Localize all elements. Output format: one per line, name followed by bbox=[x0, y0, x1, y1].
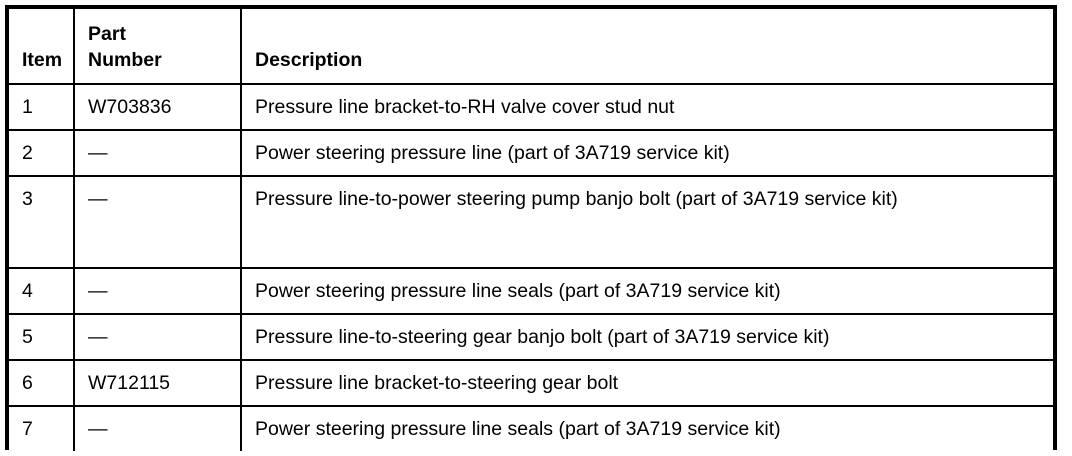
cell-description: Pressure line-to-steering gear banjo bol… bbox=[241, 314, 1053, 361]
cell-item: 2 bbox=[9, 130, 75, 177]
column-header-description-label: Description bbox=[255, 49, 363, 71]
cell-item: 3 bbox=[9, 176, 75, 269]
cell-description: Power steering pressure line (part of 3A… bbox=[241, 130, 1053, 177]
column-header-part-number: Part Number bbox=[74, 9, 242, 85]
table-row: 3 — Pressure line-to-power steering pump… bbox=[9, 176, 1053, 269]
cell-description: Pressure line-to-power steering pump ban… bbox=[241, 176, 1053, 269]
table-row: 2 — Power steering pressure line (part o… bbox=[9, 130, 1053, 177]
cell-description: Power steering pressure line seals (part… bbox=[241, 406, 1053, 451]
table-header: Item Part Number Description bbox=[9, 9, 1053, 85]
cell-description: Pressure line bracket-to-RH valve cover … bbox=[241, 84, 1053, 131]
cell-part-number: — bbox=[74, 314, 242, 361]
cell-item: 5 bbox=[9, 314, 75, 361]
cell-description: Power steering pressure line seals (part… bbox=[241, 268, 1053, 315]
cell-part-number: — bbox=[74, 176, 242, 269]
column-header-part-number-line2: Number bbox=[88, 49, 162, 71]
parts-table: Item Part Number Description 1 W703836 P… bbox=[9, 9, 1053, 451]
table-row: 5 — Pressure line-to-steering gear banjo… bbox=[9, 314, 1053, 361]
column-header-item-label: Item bbox=[22, 49, 63, 71]
column-header-part-number-line1: Part bbox=[88, 23, 126, 45]
cell-description: Pressure line bracket-to-steering gear b… bbox=[241, 360, 1053, 407]
cell-part-number: — bbox=[74, 268, 242, 315]
cell-part-number: W703836 bbox=[74, 84, 242, 131]
column-header-description: Description bbox=[241, 9, 1053, 85]
cell-item: 6 bbox=[9, 360, 75, 407]
cell-part-number: — bbox=[74, 406, 242, 451]
table-row: 7 — Power steering pressure line seals (… bbox=[9, 406, 1053, 451]
table-row: 6 W712115 Pressure line bracket-to-steer… bbox=[9, 360, 1053, 407]
parts-table-container: Item Part Number Description 1 W703836 P… bbox=[5, 5, 1057, 451]
table-row: 1 W703836 Pressure line bracket-to-RH va… bbox=[9, 84, 1053, 131]
cell-item: 1 bbox=[9, 84, 75, 131]
cell-item: 4 bbox=[9, 268, 75, 315]
header-row: Item Part Number Description bbox=[9, 9, 1053, 85]
table-row: 4 — Power steering pressure line seals (… bbox=[9, 268, 1053, 315]
table-body: 1 W703836 Pressure line bracket-to-RH va… bbox=[9, 84, 1053, 451]
column-header-item: Item bbox=[9, 9, 75, 85]
cell-part-number: W712115 bbox=[74, 360, 242, 407]
cell-part-number: — bbox=[74, 130, 242, 177]
cell-item: 7 bbox=[9, 406, 75, 451]
